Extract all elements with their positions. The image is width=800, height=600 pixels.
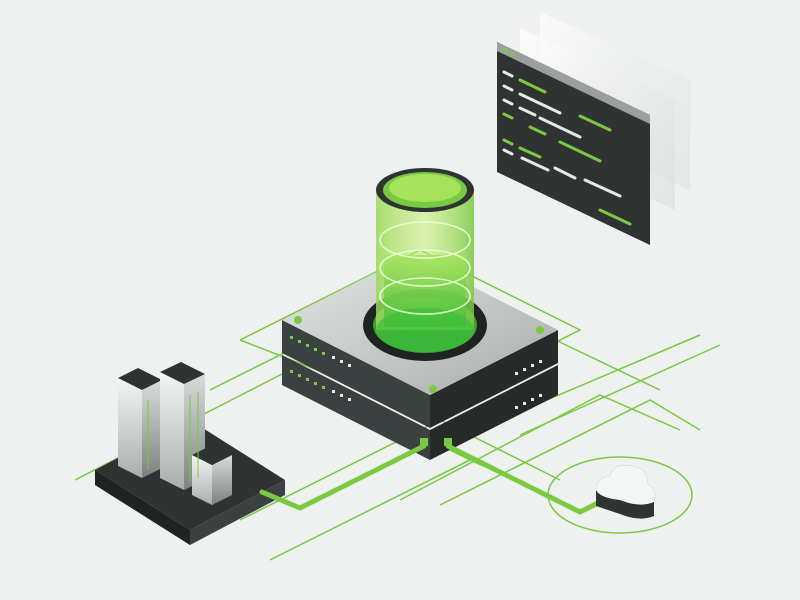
network-line <box>439 399 701 506</box>
code-window-stack <box>497 12 690 245</box>
network-line <box>399 394 681 501</box>
cable <box>445 443 603 515</box>
cable <box>259 443 427 511</box>
network-line <box>519 344 721 436</box>
cables <box>259 443 603 515</box>
code-window-icon <box>497 42 650 245</box>
database-cylinder-icon <box>363 168 487 361</box>
cloud-icon <box>596 465 656 519</box>
office-buildings-icon <box>95 362 285 545</box>
